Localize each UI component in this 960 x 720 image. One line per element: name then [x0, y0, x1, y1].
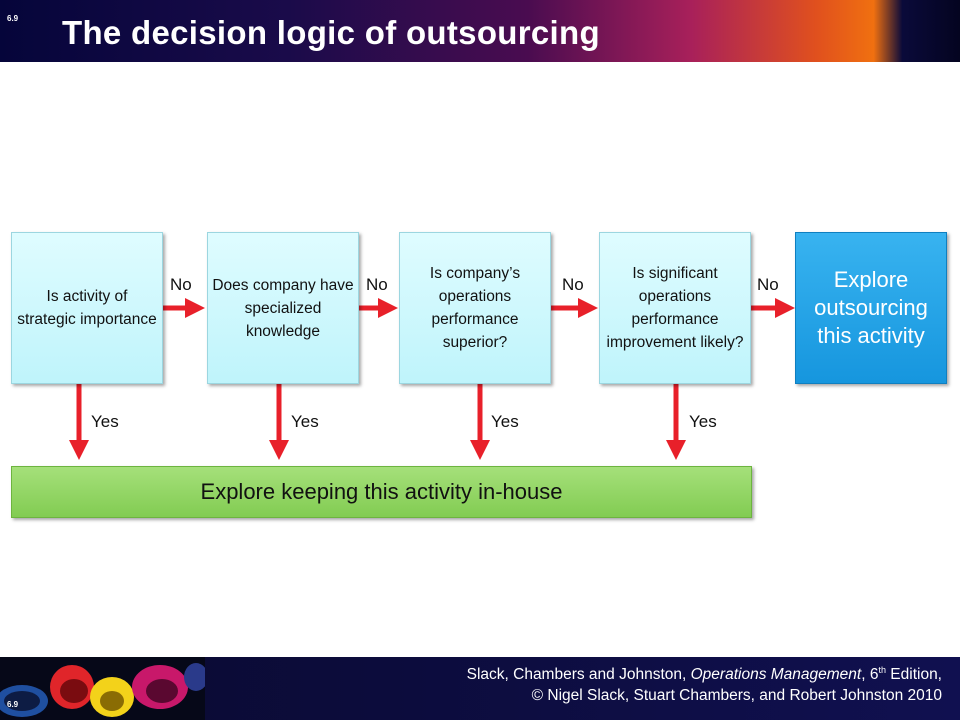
- slide-title: The decision logic of outsourcing: [62, 14, 600, 51]
- no-label: No: [366, 275, 388, 294]
- yes-label: Yes: [291, 412, 319, 431]
- title-bar: [0, 0, 960, 62]
- yes-label: Yes: [491, 412, 519, 431]
- no-label: No: [170, 275, 192, 294]
- outcome-box-outsource: Explore outsourcing this activity: [795, 232, 947, 384]
- question-box-specialized-knowledge: Does company have specialized knowledge: [207, 232, 359, 384]
- question-box-performance-superior: Is company’s operations performance supe…: [399, 232, 551, 384]
- footer-line-2: © Nigel Slack, Stuart Chambers, and Robe…: [531, 687, 942, 705]
- slide-number: 6.9: [7, 14, 19, 23]
- no-label: No: [562, 275, 584, 294]
- yes-label: Yes: [689, 412, 717, 431]
- outcome-bar-inhouse: Explore keeping this activity in-house: [11, 466, 752, 518]
- no-label: No: [757, 275, 779, 294]
- paint-cans-image: [0, 657, 205, 720]
- question-box-improvement-likely: Is significant operations performance im…: [599, 232, 751, 384]
- footer-citation: Slack, Chambers and Johnston, Operations…: [467, 660, 942, 706]
- paint-cans-icon: [0, 663, 205, 717]
- yes-label: Yes: [91, 412, 119, 431]
- footer-slide-number: 6.9: [7, 700, 19, 709]
- question-box-strategic-importance: Is activity of strategic importance: [11, 232, 163, 384]
- footer-line-1: Slack, Chambers and Johnston, Operations…: [466, 665, 942, 684]
